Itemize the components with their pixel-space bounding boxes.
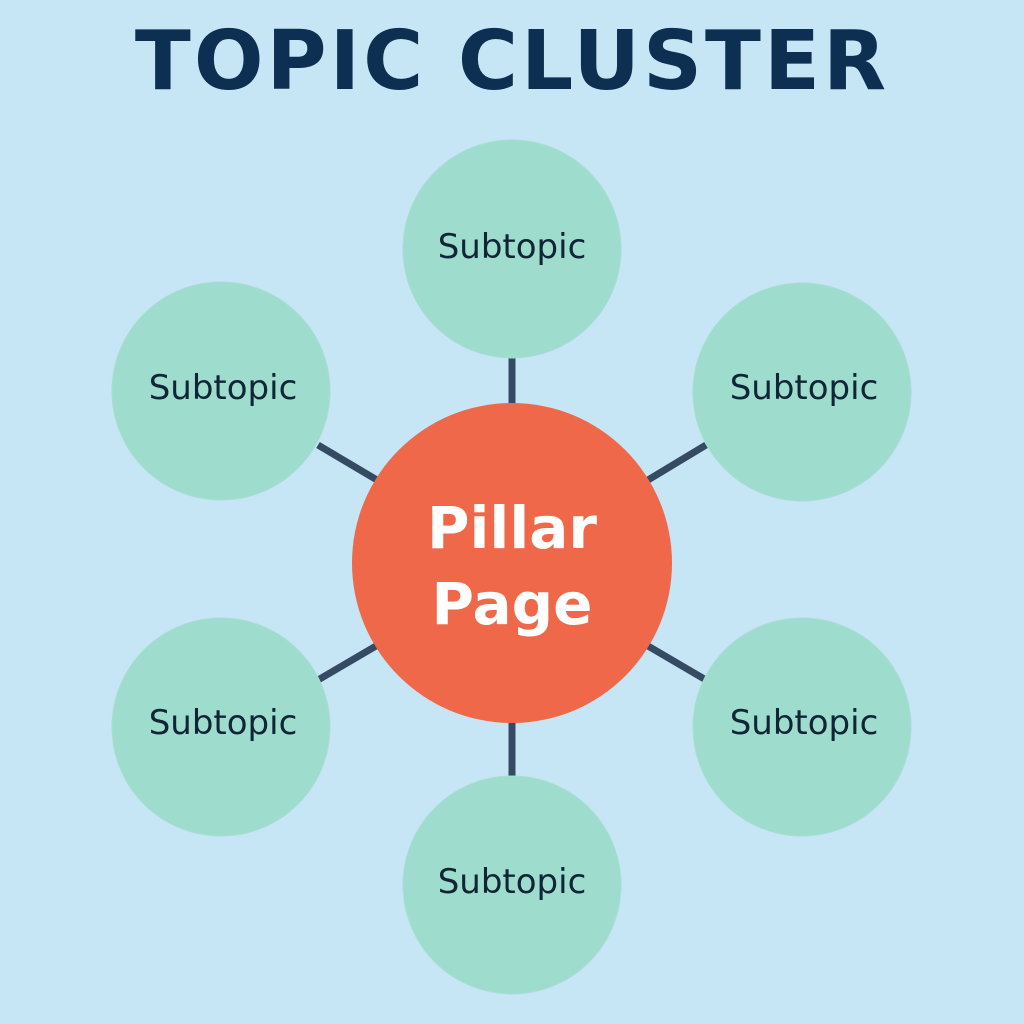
- connector-bottom-right: [646, 642, 708, 684]
- connector-top-left: [316, 441, 379, 484]
- subtopic-circle: [111, 281, 331, 501]
- subtopic-label: Subtopic: [730, 703, 879, 743]
- page-title: TOPIC CLUSTER: [134, 14, 890, 109]
- pillar-label-line2: Page: [432, 570, 593, 638]
- pillar-circle: [352, 403, 672, 723]
- subtopic-label: Subtopic: [438, 227, 587, 267]
- subtopic-node-top-left[interactable]: Subtopic: [111, 281, 331, 501]
- subtopic-circle: [402, 139, 622, 359]
- subtopic-circle: [692, 282, 912, 502]
- subtopic-label: Subtopic: [149, 368, 298, 408]
- pillar-label-line1: Pillar: [427, 494, 597, 562]
- connector-bottom-left: [316, 642, 378, 684]
- subtopic-node-bottom-right[interactable]: Subtopic: [692, 617, 912, 837]
- subtopic-node-top-right[interactable]: Subtopic: [692, 282, 912, 502]
- subtopic-label: Subtopic: [438, 862, 587, 902]
- subtopic-label: Subtopic: [730, 368, 879, 408]
- subtopic-circle: [402, 775, 622, 995]
- subtopic-circle: [111, 617, 331, 837]
- connector-top-right: [646, 442, 708, 483]
- subtopic-node-top[interactable]: Subtopic: [402, 139, 622, 359]
- subtopic-node-bottom[interactable]: Subtopic: [402, 775, 622, 995]
- connectors: [316, 358, 708, 776]
- subtopic-circle: [692, 617, 912, 837]
- subtopic-label: Subtopic: [149, 703, 298, 743]
- subtopic-node-bottom-left[interactable]: Subtopic: [111, 617, 331, 837]
- pillar-node[interactable]: Pillar Page: [352, 403, 672, 723]
